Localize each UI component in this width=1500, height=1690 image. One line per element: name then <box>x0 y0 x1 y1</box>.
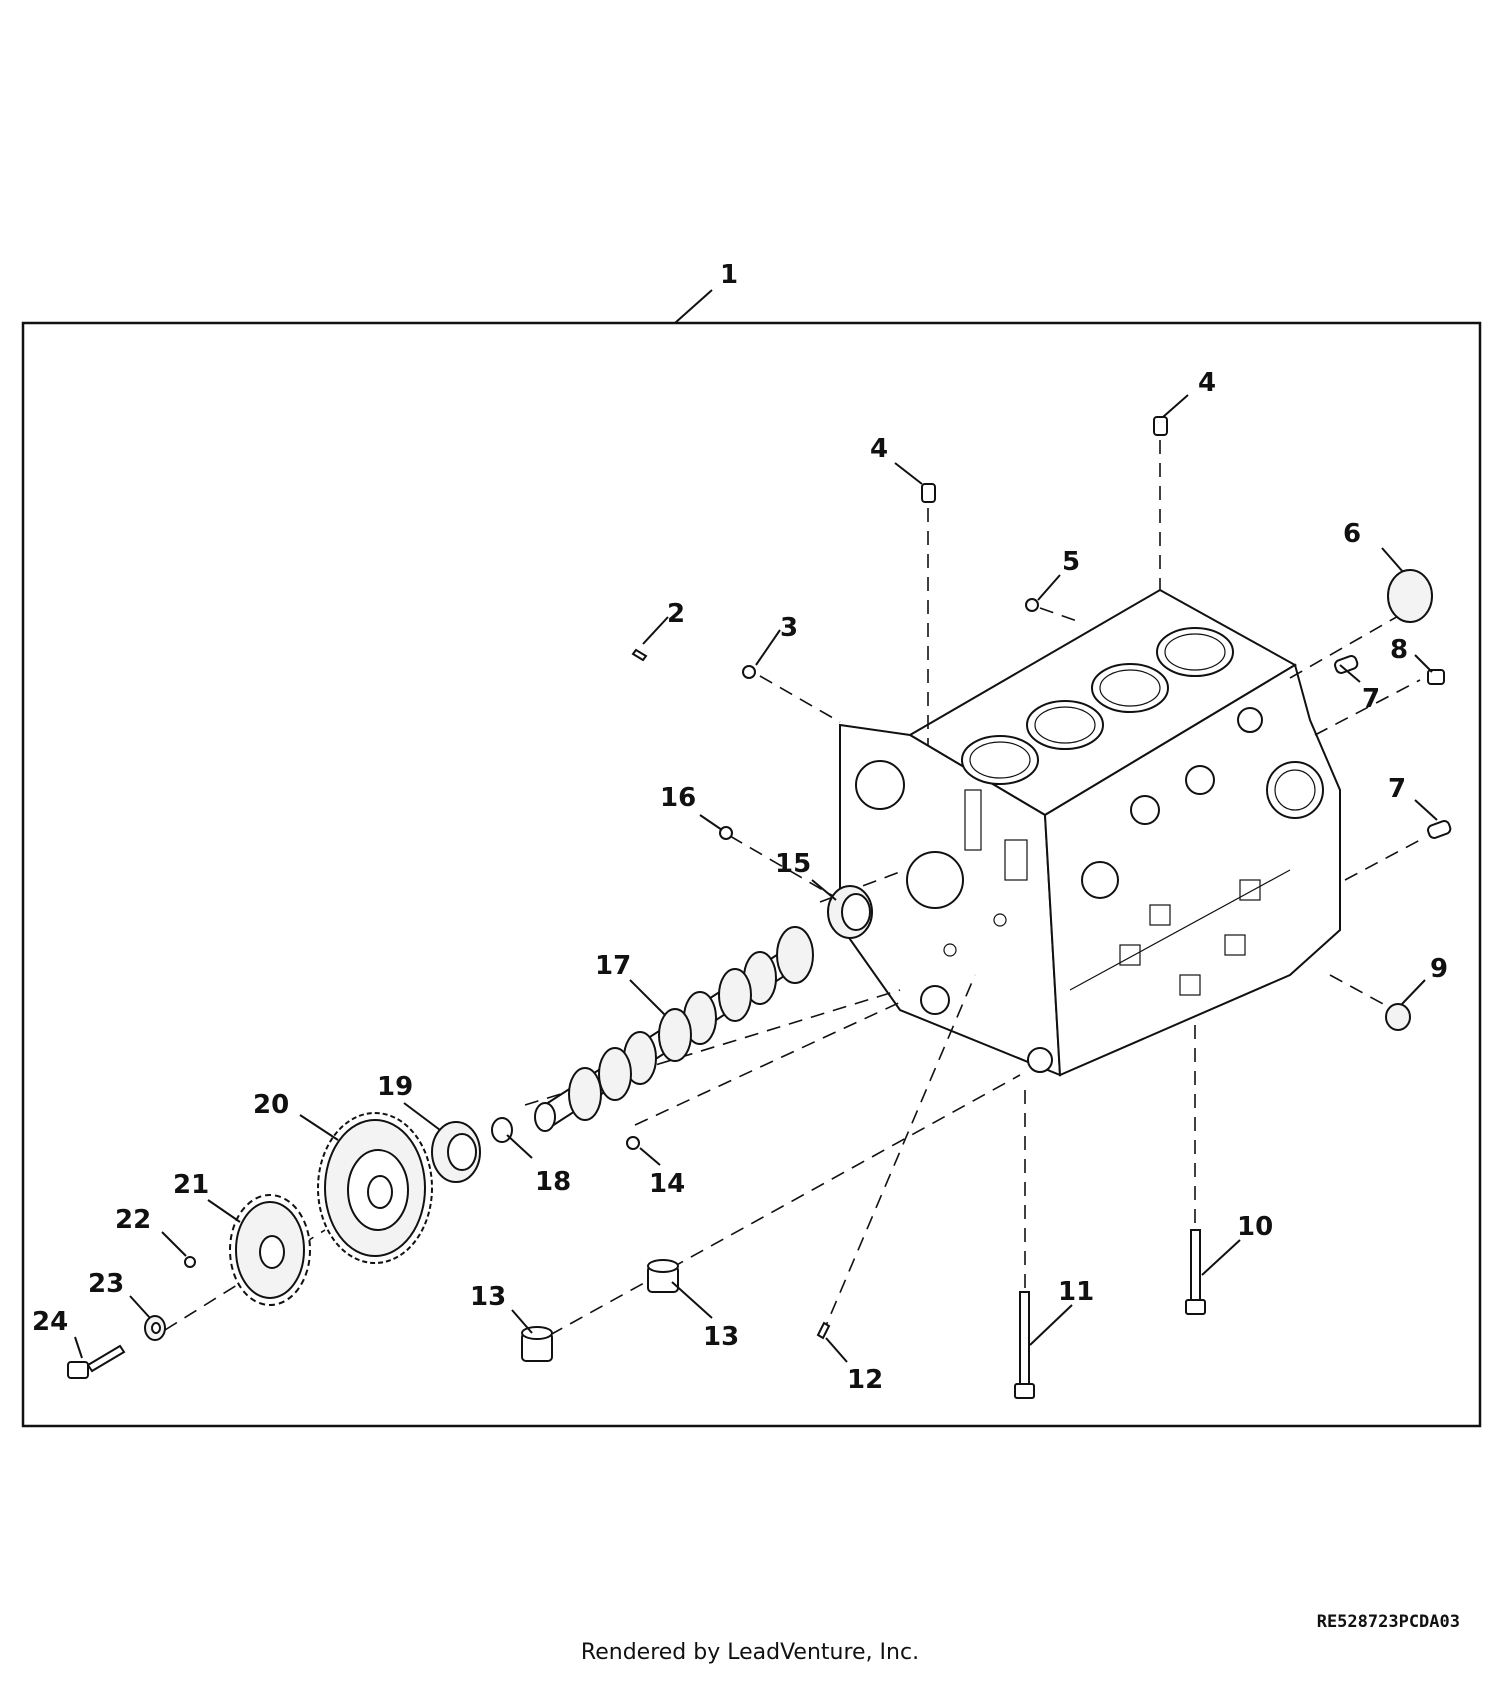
callout-9: 9 <box>1430 954 1448 984</box>
cylinder-block <box>839 588 1341 1077</box>
callout-11: 11 <box>1058 1277 1094 1307</box>
bolt-11 <box>1014 1291 1035 1399</box>
timing-wheel-21 <box>229 1194 311 1306</box>
callout-1: 1 <box>720 260 738 290</box>
callout-13a: 13 <box>470 1282 506 1312</box>
footer-credit: Rendered by LeadVenture, Inc. <box>580 1640 920 1665</box>
pin-2 <box>631 648 648 662</box>
callout-19: 19 <box>377 1072 413 1102</box>
callout-7a: 7 <box>1362 684 1380 714</box>
camshaft-bushing-15 <box>827 885 873 939</box>
bearing-19 <box>431 1121 481 1183</box>
callout-12: 12 <box>847 1365 883 1395</box>
pin-7a <box>1334 655 1359 674</box>
plug-16 <box>719 826 733 840</box>
callout-3: 3 <box>780 613 798 643</box>
cap-screw-24 <box>67 1344 126 1379</box>
callout-4b: 4 <box>1198 368 1216 398</box>
callout-17: 17 <box>595 951 631 981</box>
camshaft-17 <box>534 926 814 1132</box>
callout-20: 20 <box>253 1090 289 1120</box>
plug-5 <box>1025 598 1039 612</box>
drawing-id: RE528723PCDA03 <box>1316 1612 1460 1632</box>
dowel-pin-4b <box>1153 416 1168 436</box>
callout-15: 15 <box>775 849 811 879</box>
callout-16: 16 <box>660 783 696 813</box>
dowel-pin-4a <box>921 483 936 503</box>
callout-10: 10 <box>1237 1212 1273 1242</box>
bushing-13b <box>647 1259 679 1293</box>
expansion-plug-6 <box>1387 569 1433 623</box>
bolt-10 <box>1185 1229 1206 1315</box>
plug-3 <box>742 665 756 679</box>
callout-2: 2 <box>667 599 685 629</box>
bushing-13a <box>521 1326 553 1362</box>
callout-8: 8 <box>1390 635 1408 665</box>
pin-12 <box>816 1321 831 1340</box>
plug-8 <box>1427 669 1445 685</box>
callout-21: 21 <box>173 1170 209 1200</box>
callout-5: 5 <box>1062 547 1080 577</box>
callout-24: 24 <box>32 1307 68 1337</box>
camshaft-gear-20 <box>317 1112 433 1264</box>
callout-7b: 7 <box>1388 774 1406 804</box>
callout-6: 6 <box>1343 519 1361 549</box>
callout-22: 22 <box>115 1205 151 1235</box>
callout-13b: 13 <box>703 1322 739 1352</box>
callout-14: 14 <box>649 1169 685 1199</box>
screw-22 <box>184 1256 196 1268</box>
callout-18: 18 <box>535 1167 571 1197</box>
callout-23: 23 <box>88 1269 124 1299</box>
assembly-frame <box>21 321 1482 1428</box>
plug-14 <box>626 1136 640 1150</box>
o-ring-18 <box>491 1117 513 1143</box>
callout-4a: 4 <box>870 434 888 464</box>
plug-9 <box>1385 1003 1411 1031</box>
washer-23 <box>144 1315 166 1341</box>
pin-7b <box>1427 820 1452 839</box>
